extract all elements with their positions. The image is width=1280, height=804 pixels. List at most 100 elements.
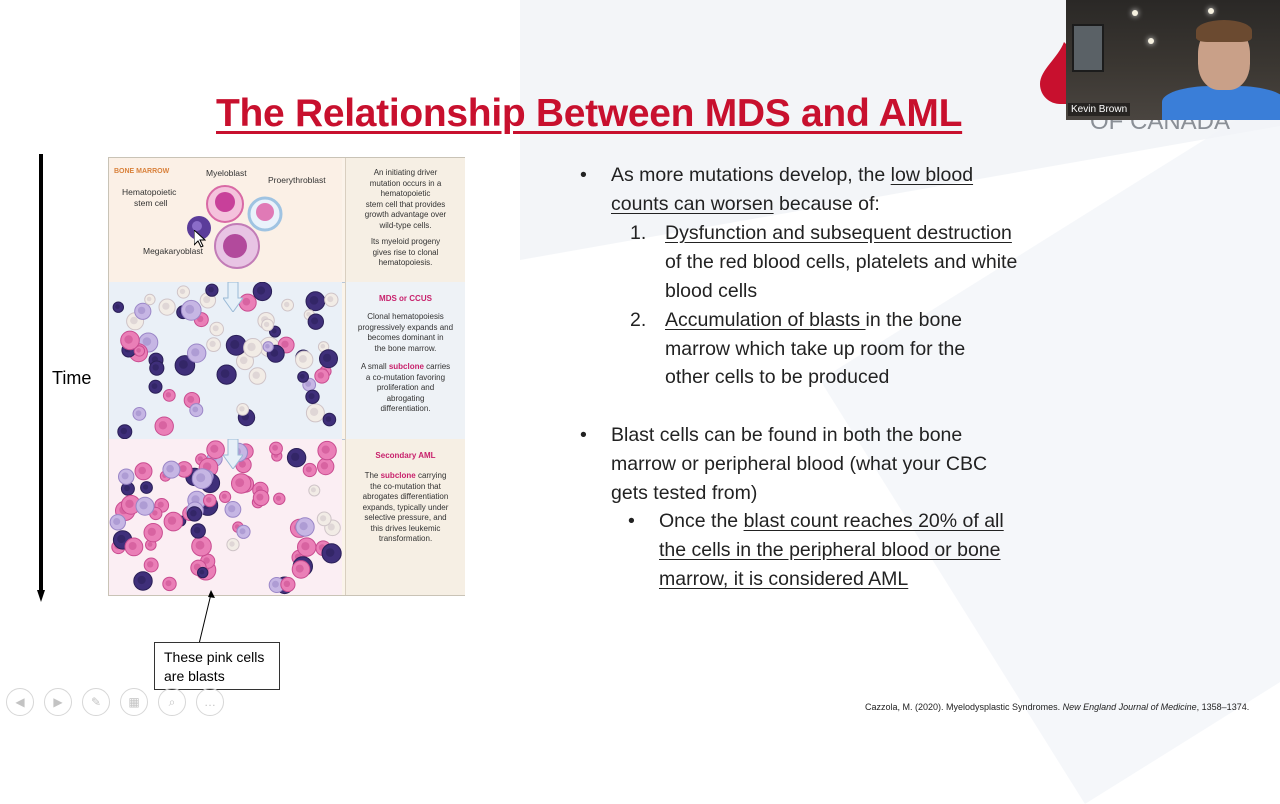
cell-nucleus-drawing (327, 296, 334, 303)
cell-nucleus-drawing (270, 349, 279, 357)
mouse-cursor-icon (194, 230, 206, 248)
cell-nucleus-drawing (158, 421, 168, 430)
figure-panel-mds: MDS or CCUS Clonal hematopoiesis progres… (109, 282, 465, 440)
cell-nucleus-drawing (199, 569, 205, 575)
bullet-1-line-1: As more mutations develop, the low blood (611, 164, 973, 187)
cell-nucleus-drawing (165, 580, 172, 587)
cell-nucleus-drawing (115, 304, 120, 309)
figure-panel-aml: Secondary AML The subclone carrying the … (109, 439, 465, 595)
cell-nucleus-drawing (325, 416, 332, 422)
cell-nucleus-drawing (120, 427, 127, 435)
callout-text-line-2: are blasts (164, 668, 225, 684)
cell-label-myeloblast: Myeloblast (206, 168, 247, 178)
callout-box: These pink cells are blasts (154, 642, 280, 690)
panel-description: An initiating driver mutation occurs in … (352, 168, 459, 269)
cell-label-stem-cell: stem cell (134, 198, 168, 208)
text-line: wild-type cells. (379, 220, 432, 230)
cell-nucleus-drawing (136, 348, 141, 353)
cell-nucleus-drawing (146, 296, 152, 302)
previous-slide-button[interactable]: ◀ (6, 688, 34, 716)
webcam-window-frame (1072, 24, 1104, 72)
text-fragment: A small (360, 362, 389, 371)
nejm-figure: BONE MARROW Myeloblast Proerythroblast H… (108, 157, 465, 596)
cell-nucleus-drawing (272, 444, 278, 451)
underlined-text: the cells in the peripheral blood or bon… (659, 539, 1001, 561)
text-line: abrogates differentiation (362, 492, 449, 501)
cell-nucleus-drawing (162, 302, 170, 310)
cell-nucleus-drawing (221, 493, 227, 499)
webcam-video[interactable]: Kevin Brown (1066, 0, 1280, 120)
text-line: Clonal hematopoiesis (367, 312, 444, 321)
cell-nucleus-drawing (320, 462, 329, 470)
speaker-hair (1196, 20, 1252, 42)
bullet-2-line-2: marrow or peripheral blood (what your CB… (611, 453, 988, 475)
cell-illustration (109, 439, 342, 595)
cell-nucleus-drawing (124, 485, 130, 492)
slides-grid-button[interactable]: ▦ (120, 688, 148, 716)
text-line: progressively expands and (357, 322, 454, 332)
cell-nucleus-drawing (194, 527, 201, 534)
cell-nucleus-drawing (125, 499, 134, 508)
underlined-text: Accumulation of blasts (665, 309, 866, 331)
more-options-button[interactable]: … (196, 688, 224, 716)
slide-title: The Relationship Between MDS and AML (216, 92, 963, 135)
cell-nucleus-drawing (135, 410, 142, 417)
cell-nucleus-drawing (317, 372, 324, 379)
cell-nucleus-drawing (137, 306, 146, 315)
cell-nucleus-drawing (151, 383, 158, 389)
numbered-item-1-line-1: Dysfunction and subsequent destruction (665, 222, 1012, 245)
cell-nucleus-drawing (301, 542, 310, 551)
cell-nucleus-drawing (321, 445, 330, 454)
cell-illustration (109, 282, 342, 439)
cell-nucleus-drawing (142, 337, 152, 346)
panel-heading: MDS or CCUS (379, 294, 432, 303)
cell-nucleus-drawing (209, 340, 216, 347)
cell-nucleus-drawing (212, 325, 219, 332)
next-slide-button[interactable]: ▶ (44, 688, 72, 716)
text-line: transformation. (378, 534, 433, 543)
cell-nucleus-drawing (239, 406, 245, 412)
cell-nucleus-drawing (323, 353, 332, 362)
flow-arrow-icon (223, 439, 243, 469)
cell-nucleus-drawing (265, 343, 270, 349)
cell-nucleus-drawing (185, 304, 195, 314)
panel-heading: Secondary AML (375, 451, 436, 460)
cell-nucleus-drawing (299, 374, 305, 379)
underlined-text: marrow, it is considered AML (659, 568, 909, 590)
cell-nucleus-drawing (179, 360, 188, 369)
text-line: The subclone carrying (352, 471, 459, 482)
cell-nucleus-drawing (305, 466, 312, 473)
sub-bullet-line-2: the cells in the peripheral blood or bon… (659, 539, 1000, 562)
text-line: gives rise to clonal (372, 247, 439, 257)
text-fragment: carrying (415, 471, 447, 480)
bullet-dot: • (580, 424, 587, 446)
cell-nucleus-drawing (239, 356, 248, 365)
cell-nucleus-drawing (252, 371, 260, 379)
cell-nucleus-drawing (309, 296, 319, 305)
arrow-left-icon: ◀ (15, 695, 25, 709)
ceiling-light (1208, 8, 1214, 14)
cell-nucleus-drawing (311, 317, 319, 325)
cell-nucleus-drawing (152, 510, 158, 516)
ceiling-light (1132, 10, 1138, 16)
time-arrow-icon (37, 154, 45, 602)
cell-nucleus-drawing (305, 381, 312, 387)
numbered-item-2-line-3: other cells to be produced (665, 366, 890, 388)
text-line: proliferation and (376, 383, 435, 392)
zoom-button[interactable]: ⌕ (158, 688, 186, 716)
pen-tool-button[interactable]: ✎ (82, 688, 110, 716)
cell-nucleus-drawing (256, 493, 264, 501)
cell-nucleus-drawing (203, 296, 211, 304)
underlined-text: low blood (890, 164, 974, 186)
panel-heading: BONE MARROW (114, 168, 170, 175)
figure-panel-bone-marrow: BONE MARROW Myeloblast Proerythroblast H… (109, 158, 465, 283)
cell-nucleus-drawing (121, 472, 129, 480)
cell-nucleus-drawing (256, 286, 266, 295)
text-line: Its myeloid progeny (370, 237, 441, 246)
cell-nucleus-drawing (275, 495, 282, 501)
cell-illustration: BONE MARROW Myeloblast Proerythroblast H… (109, 158, 342, 282)
cell-nucleus-drawing (272, 580, 279, 588)
cell-label-megakaryoblast: Megakaryoblast (143, 246, 204, 256)
cell-nucleus-drawing (147, 561, 154, 568)
panel-text: MDS or CCUS Clonal hematopoiesis progres… (345, 282, 465, 439)
